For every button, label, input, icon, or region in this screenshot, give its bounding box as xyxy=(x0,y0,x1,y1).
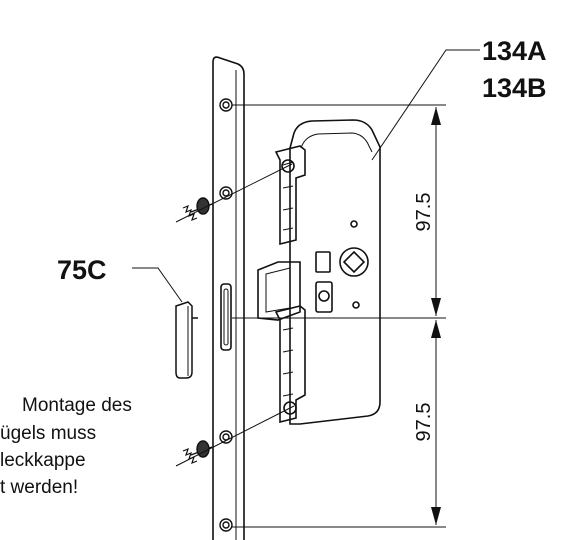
axis-lower xyxy=(175,405,295,467)
square-spindle-hole xyxy=(342,250,366,274)
lever-follower xyxy=(315,251,331,273)
note-line-4: t werden! xyxy=(0,477,78,498)
screw-lower-thread xyxy=(182,447,198,465)
hole-top-inner xyxy=(222,101,230,109)
leader-lines xyxy=(132,49,480,303)
note-line-1: Montage des xyxy=(22,395,132,416)
part-label-75c: 75C xyxy=(57,255,107,285)
dimension-lower-value: 97.5 xyxy=(413,403,435,442)
note-line-3: leckkappe xyxy=(0,450,86,471)
dimension-arrows xyxy=(431,107,441,525)
hole-bottom-inner xyxy=(222,521,230,529)
latch-slot xyxy=(220,283,232,351)
leader-75c xyxy=(132,267,183,303)
hole-upper-screw xyxy=(219,186,233,200)
upper-mount-bracket xyxy=(274,145,306,246)
screw-axis-lines xyxy=(175,163,295,467)
latch-bolt-face xyxy=(265,267,291,313)
axis-upper xyxy=(175,163,293,223)
lower-mount-detail xyxy=(282,327,294,397)
cylinder-cam-hole xyxy=(318,290,330,302)
lower-mount-bracket xyxy=(274,305,306,424)
faceplate-outline xyxy=(212,56,245,540)
spindle-boss xyxy=(339,247,369,277)
leader-134 xyxy=(371,49,480,161)
lock-case-depth-edge xyxy=(300,132,373,153)
part-label-134a: 134A xyxy=(482,36,547,66)
hole-lower-screw-inner xyxy=(222,433,230,441)
screw-upper-thread xyxy=(182,204,198,222)
dimension-upper-value: 97.5 xyxy=(413,193,435,232)
arrow-upper-top xyxy=(431,107,441,125)
screw-lower xyxy=(182,440,213,465)
lock-case-outline xyxy=(289,119,381,425)
cylinder-cam xyxy=(315,281,333,313)
case-mount-screw-upper xyxy=(281,159,295,173)
arrow-lower-top xyxy=(431,320,441,338)
latch-slot-inner xyxy=(223,288,229,346)
arrow-lower-bottom xyxy=(431,507,441,525)
faceplate xyxy=(212,56,245,540)
arrow-upper-bottom xyxy=(431,298,441,316)
faceplate-holes xyxy=(219,98,233,532)
hole-top xyxy=(219,98,233,112)
cover-cap-body xyxy=(175,301,193,379)
lock-case xyxy=(257,119,381,425)
hole-bottom xyxy=(219,518,233,532)
part-label-134b: 134B xyxy=(482,73,547,103)
cover-cap xyxy=(175,301,198,379)
case-mount-screw-lower xyxy=(283,401,297,415)
hole-lower-screw xyxy=(219,430,233,444)
note-line-2: ügels muss xyxy=(0,423,96,444)
upper-mount-detail xyxy=(282,161,294,231)
case-screw-top xyxy=(350,220,358,228)
dimension-lines xyxy=(232,104,446,528)
case-screw-bottom xyxy=(352,301,360,309)
hole-upper-screw-inner xyxy=(222,189,230,197)
